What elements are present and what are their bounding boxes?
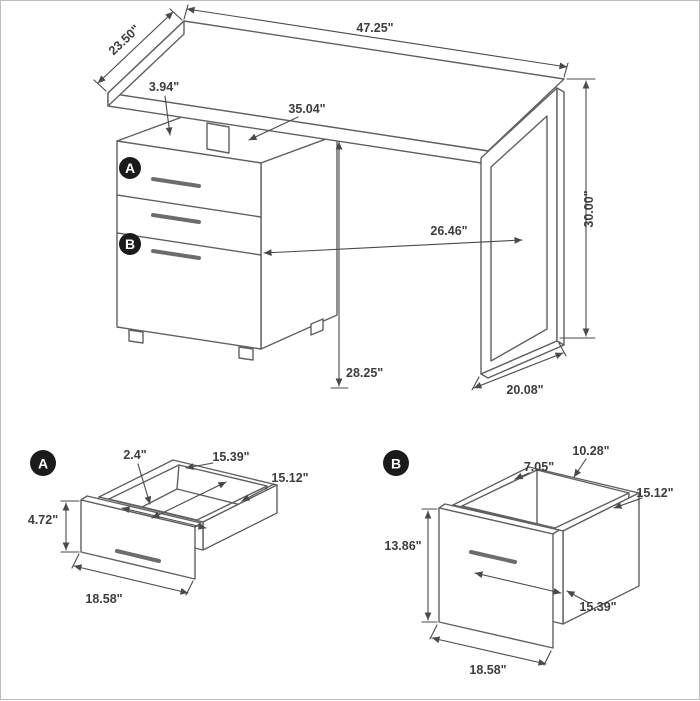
dim-drawer-b-front-height-label: 13.86" bbox=[384, 539, 421, 553]
dim-desk-depth-ext bbox=[93, 8, 183, 92]
dim-drawer-a-interior-depth-label: 15.12" bbox=[271, 471, 308, 485]
desk-drawing: A B bbox=[107, 20, 565, 379]
drawer-handles bbox=[151, 177, 201, 260]
dim-desk-leg-depth-label: 20.08" bbox=[506, 383, 543, 397]
dim-drawer-a-interior-width-leader bbox=[185, 462, 214, 470]
dim-drawer-b-interior-width-leader bbox=[566, 590, 590, 604]
pedestal-side-panel bbox=[260, 134, 338, 350]
callout-a: A bbox=[119, 157, 141, 179]
callout-b-badge bbox=[119, 233, 141, 255]
dim-drawer-b-width-line bbox=[431, 636, 547, 666]
drawer-b-interior-width-arrow bbox=[474, 571, 562, 595]
dim-desk-height-ext bbox=[559, 78, 596, 339]
callout-a-badge bbox=[119, 157, 141, 179]
callout-a-detail-badge bbox=[30, 450, 56, 476]
callout-a-detail: A bbox=[30, 450, 56, 476]
drawer-divider-lines bbox=[116, 194, 262, 256]
drawer-a-detail: A bbox=[30, 450, 278, 580]
dim-drawer-b-width-label: 18.58" bbox=[469, 663, 506, 677]
dim-desk-width-label: 47.25" bbox=[356, 21, 393, 35]
dim-desk-leg-depth-line bbox=[473, 352, 564, 389]
dim-drawer-b-side-top-label: 7.05" bbox=[524, 460, 554, 474]
dim-desk-gap-leader bbox=[164, 95, 173, 136]
support-bracket bbox=[206, 122, 230, 154]
dim-drawer-b-interior-depth-leader bbox=[613, 497, 643, 509]
dim-drawer-a-width-label: 18.58" bbox=[85, 592, 122, 606]
right-leg-side-face bbox=[556, 87, 565, 346]
drawer-b-handle bbox=[469, 550, 517, 564]
dim-drawer-a-front-height-label: 4.72" bbox=[28, 513, 58, 527]
callout-b-detail: B bbox=[383, 450, 409, 476]
dim-desk-knee-line bbox=[263, 236, 523, 257]
dim-desk-gap-label: 3.94" bbox=[149, 80, 179, 94]
drawer-a-handle bbox=[115, 549, 161, 563]
dim-drawer-b-back-width-leader bbox=[573, 458, 587, 478]
pedestal-feet bbox=[128, 318, 324, 361]
dim-drawer-a-interior-width-label: 15.39" bbox=[212, 450, 249, 464]
dim-desk-knee-label: 26.46" bbox=[430, 224, 467, 238]
dim-drawer-b-side-top-leader bbox=[514, 472, 530, 480]
callout-b-detail-letter: B bbox=[391, 456, 401, 472]
callout-b-letter: B bbox=[125, 236, 135, 252]
dim-drawer-b-front-height-ext bbox=[421, 508, 438, 623]
dim-desk-height-label: 30.00" bbox=[582, 190, 596, 227]
dim-drawer-a-width-line bbox=[73, 564, 189, 595]
drawer-a-dimensions: 2.4" 15.39" 15.12" 4.72" 18.58" bbox=[28, 448, 309, 606]
dim-desk-width-line bbox=[186, 6, 568, 70]
callout-b: B bbox=[119, 233, 141, 255]
dim-drawer-a-top-edge-leader bbox=[137, 463, 152, 505]
dim-drawer-b-back-width-label: 10.28" bbox=[572, 444, 609, 458]
dim-desk-under-height-label: 28.25" bbox=[346, 366, 383, 380]
dim-desk-under-width-label: 35.04" bbox=[288, 102, 325, 116]
callout-a-detail-letter: A bbox=[38, 456, 48, 472]
dim-drawer-b-interior-width-label: 15.39" bbox=[579, 600, 616, 614]
callout-a-letter: A bbox=[125, 160, 135, 176]
drawer-b-dimensions: 7.05" 10.28" 15.12" 13.86" 15.39" 18.58" bbox=[384, 444, 673, 677]
dim-drawer-b-interior-depth-label: 15.12" bbox=[636, 486, 673, 500]
desk-dimensions: 47.25" 23.50" 3.94" 35.04" 26.46" 28.25"… bbox=[93, 4, 596, 397]
drawer-a-interior-depth-arrow bbox=[151, 481, 227, 519]
dim-drawer-a-top-edge-label: 2.4" bbox=[123, 448, 146, 462]
callout-b-detail-badge bbox=[383, 450, 409, 476]
drawer-b-detail: B bbox=[383, 450, 640, 649]
dim-desk-depth-line bbox=[97, 11, 174, 84]
dim-drawer-a-front-height-ext bbox=[60, 500, 80, 553]
dim-desk-under-width-leader bbox=[248, 116, 299, 141]
pedestal-front-panel bbox=[116, 140, 262, 350]
dim-drawer-a-interior-depth-leader bbox=[241, 483, 275, 502]
dim-desk-depth-label: 23.50" bbox=[106, 22, 143, 58]
